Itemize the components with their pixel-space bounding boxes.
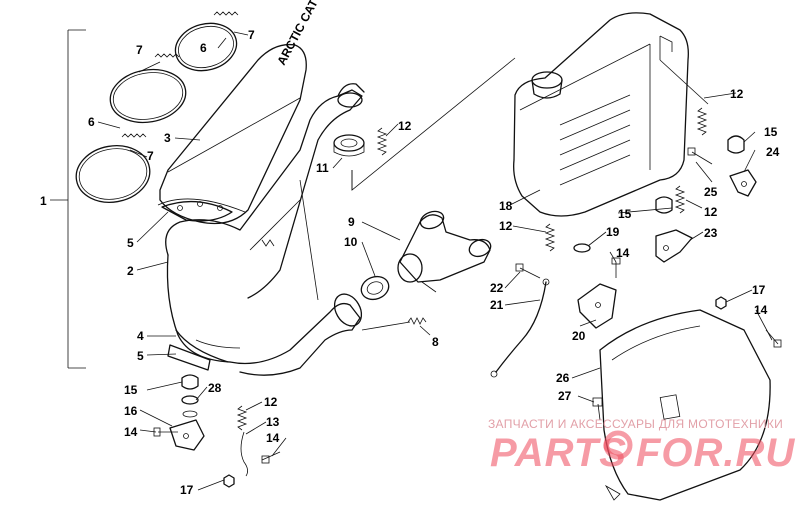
watermark-tagline: ЗАПЧАСТИ И АКСЕССУАРЫ ДЛЯ МОТОТЕХНИКИ	[488, 417, 783, 431]
gasket-11	[333, 134, 365, 157]
callout-12-upper: 12	[398, 119, 412, 133]
bracket-23	[655, 229, 693, 263]
nut-17-left	[223, 474, 235, 488]
spring-7-middle	[154, 53, 180, 58]
bolt-25	[687, 147, 713, 165]
callout-17-left: 17	[180, 483, 194, 497]
callout-20: 20	[572, 329, 586, 343]
callout-13: 13	[266, 415, 280, 429]
leader-lines	[97, 31, 773, 491]
callout-9: 9	[348, 215, 355, 229]
callout-11: 11	[316, 161, 329, 175]
callout-22: 22	[490, 281, 504, 295]
watermark-brand-left: PARTS	[490, 431, 627, 475]
callout-15-left: 15	[124, 383, 138, 397]
watermark-brand-right: FOR.RU	[636, 431, 795, 475]
callout-14-bottom: 14	[266, 431, 280, 445]
clamp-ring-lower	[75, 145, 151, 203]
callout-7-top: 7	[248, 28, 255, 42]
group-bracket-1	[50, 29, 86, 369]
spring-12-tank-left	[544, 223, 556, 252]
callout-3: 3	[164, 131, 171, 145]
callout-14-shield: 14	[754, 303, 768, 317]
callout-12-tank-right: 12	[704, 205, 718, 219]
washer-19	[573, 243, 591, 253]
bracket-24	[729, 169, 757, 197]
gasket-10	[360, 275, 390, 301]
callout-12-bottom: 12	[264, 395, 278, 409]
callout-24: 24	[766, 145, 780, 159]
exhaust-manifold	[397, 210, 492, 293]
callout-8: 8	[432, 335, 439, 349]
callout-4: 4	[137, 329, 144, 343]
bracket-16	[169, 419, 205, 451]
callout-6-lower: 6	[88, 115, 95, 129]
silencer-canister	[513, 12, 689, 217]
clamp-ring-upper	[174, 22, 238, 72]
callout-23: 23	[704, 226, 718, 240]
callout-18: 18	[499, 199, 513, 213]
callout-2: 2	[127, 264, 134, 278]
nut-17-right	[715, 296, 727, 310]
callout-17-right: 17	[752, 283, 766, 297]
callout-28: 28	[208, 381, 222, 395]
callout-12-top-right: 12	[730, 87, 744, 101]
callout-12-tank-left: 12	[499, 219, 513, 233]
callout-15-center: 15	[618, 207, 632, 221]
grommet-15-center	[655, 196, 673, 214]
callout-1: 1	[40, 194, 47, 208]
clamp-ring-middle	[109, 68, 187, 124]
spring-8	[407, 317, 427, 325]
callout-16: 16	[124, 404, 138, 418]
spring-12-bottom	[236, 405, 248, 431]
callout-5-lower: 5	[137, 349, 144, 363]
exhaust-pipe	[167, 293, 363, 376]
hook-13	[240, 431, 248, 477]
bolt-14-left	[153, 427, 178, 437]
callout-21: 21	[490, 298, 504, 312]
bolt-14-bottom	[261, 451, 281, 464]
bracket-20	[577, 283, 617, 329]
spring-7-lower	[121, 133, 147, 138]
callout-27: 27	[558, 389, 572, 403]
bolt-22	[515, 263, 541, 279]
lower-heat-shield-26	[599, 309, 771, 501]
callout-14-left: 14	[124, 425, 138, 439]
spring-12-top-right	[696, 107, 708, 136]
callout-26: 26	[556, 371, 570, 385]
washer-28	[181, 395, 199, 418]
callout-10: 10	[344, 235, 358, 249]
callout-7-middle: 7	[136, 43, 143, 57]
callout-7-lower: 7	[147, 149, 154, 163]
grommet-15-left	[181, 374, 199, 390]
ground-wire-21	[490, 278, 550, 378]
callout-6-upper: 6	[200, 41, 207, 55]
callout-25: 25	[704, 185, 718, 199]
muffler-brand-label: ARCTIC CAT	[274, 0, 321, 67]
muffler-body	[165, 83, 365, 363]
watermark-gear-icon	[603, 430, 633, 460]
spring-12-tank-right	[674, 185, 686, 214]
callout-15-right: 15	[764, 125, 778, 139]
spring-12-upper	[376, 127, 388, 156]
callout-5-upper: 5	[127, 236, 134, 250]
callout-labels: 1 2 3 4 5 5 6 6 7 7 7 8 9 10 11 12 12 12…	[40, 28, 780, 497]
bolt-14-tank	[611, 257, 621, 278]
callout-19: 19	[606, 225, 620, 239]
spring-7-top	[213, 11, 239, 16]
watermark: ЗАПЧАСТИ И АКСЕССУАРЫ ДЛЯ МОТОТЕХНИКИ PA…	[488, 417, 795, 475]
callout-14-tank: 14	[616, 246, 630, 260]
grommet-15-right	[727, 135, 745, 154]
